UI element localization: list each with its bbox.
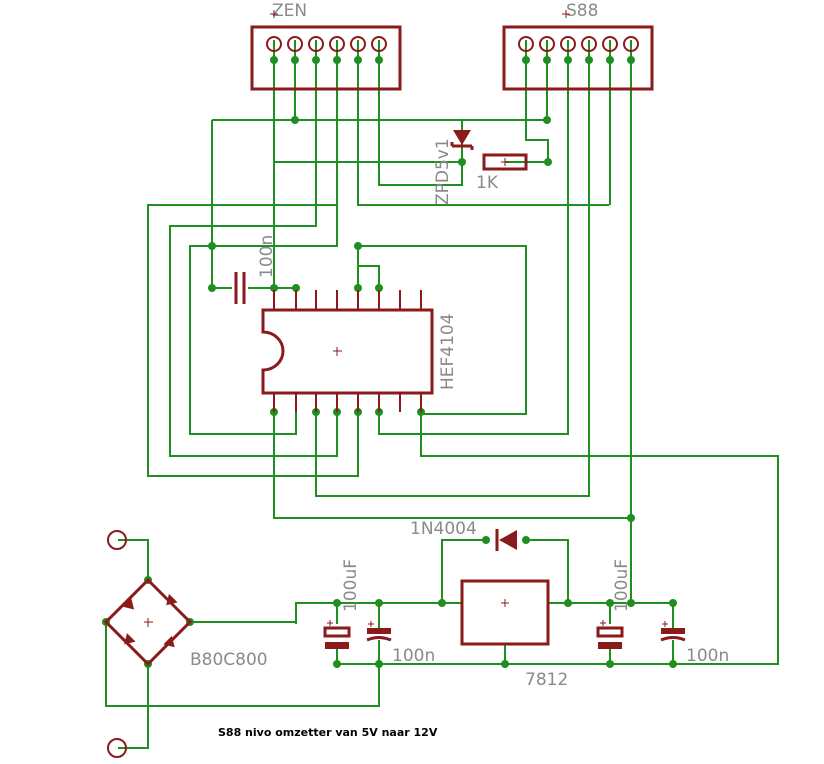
elco-right-label: 100uF xyxy=(612,559,632,612)
ic-decoupling-capacitor: 100n xyxy=(234,235,277,304)
cap-left-label: 100n xyxy=(392,646,435,666)
diode-1n4004: 1N4004 xyxy=(410,519,517,551)
electrolytic-capacitor-right: 100uF xyxy=(596,559,632,649)
s88-connector-pins xyxy=(518,36,639,52)
regulator-7812: 7812 xyxy=(460,579,568,690)
ic-label: HEF4104 xyxy=(438,313,458,390)
ic-pins-top xyxy=(273,290,422,310)
s88-label: S88 xyxy=(566,1,598,21)
zen-connector-pins xyxy=(266,36,387,52)
zen-connector: ZEN xyxy=(250,1,402,91)
diode-label: 1N4004 xyxy=(410,519,477,539)
zener-label: ZPD5v1 xyxy=(433,138,453,205)
ic-cap-label: 100n xyxy=(257,235,277,278)
resistor-label: 1K xyxy=(476,173,499,193)
zen-label: ZEN xyxy=(272,1,307,21)
zener-diode: ZPD5v1 xyxy=(433,130,474,205)
bridge-rectifier: B80C800 xyxy=(103,577,268,670)
schematic-caption: S88 nivo omzetter van 5V naar 12V xyxy=(218,726,438,739)
ceramic-capacitor-left: 100n xyxy=(366,621,435,666)
ic-pins-bottom xyxy=(273,393,422,412)
elco-left-label: 100uF xyxy=(341,559,361,612)
s88-connector: S88 xyxy=(502,1,654,91)
ic-hef4104: HEF4104 xyxy=(261,290,458,412)
junction-dots xyxy=(102,116,677,668)
input-terminals xyxy=(107,530,127,758)
resistor-1k: 1K xyxy=(476,153,528,193)
electrolytic-capacitor-left: 100uF xyxy=(323,559,361,649)
regulator-label: 7812 xyxy=(525,670,568,690)
bridge-label: B80C800 xyxy=(190,650,268,670)
ceramic-capacitor-right: 100n xyxy=(660,621,729,666)
cap-right-label: 100n xyxy=(686,646,729,666)
